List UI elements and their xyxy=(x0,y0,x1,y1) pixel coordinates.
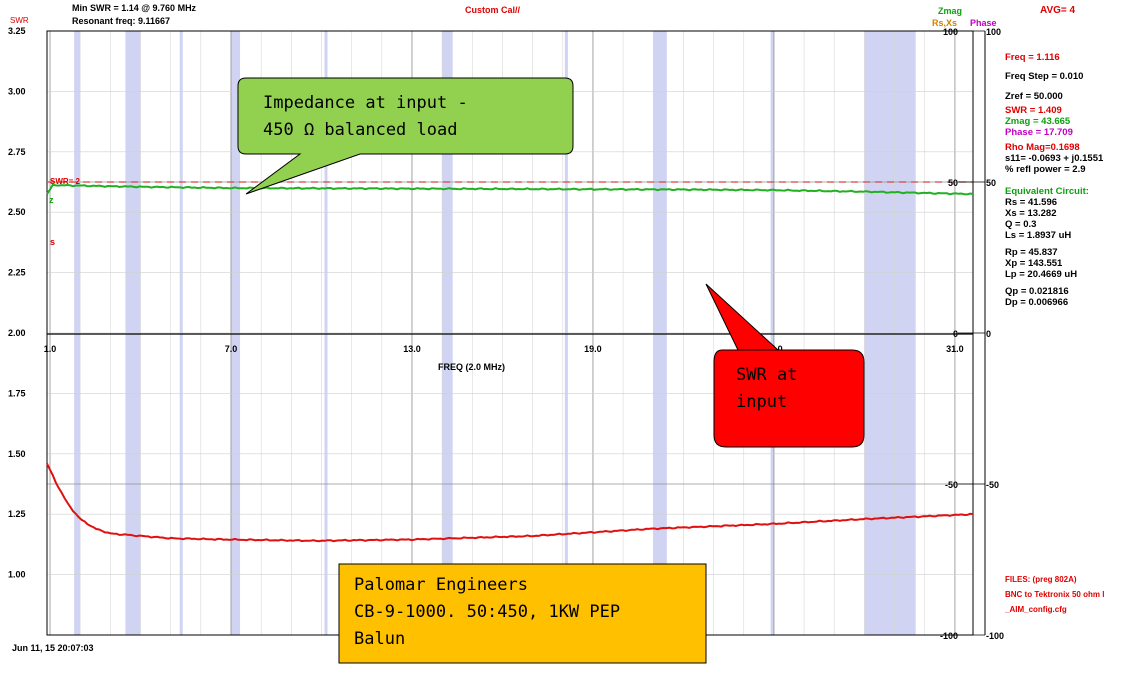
files-line1: BNC to Tektronix 50 ohm l xyxy=(1005,590,1105,599)
swr-tick-label: 1.25 xyxy=(8,509,26,519)
readout-freq: Freq = 1.116 xyxy=(1005,52,1060,63)
swr-axis-label: SWR xyxy=(10,16,29,25)
files-line2: _AIM_config.cfg xyxy=(1005,605,1067,614)
swr-callout-line1: SWR at xyxy=(736,365,798,385)
readout-q: Q = 0.3 xyxy=(1005,219,1037,230)
palomar-callout-line3: Balun xyxy=(354,629,406,649)
palomar-callout-line1: Palomar Engineers xyxy=(354,575,528,595)
avg-readout: AVG= 4 xyxy=(1040,5,1076,16)
swr-tick-label: 1.50 xyxy=(8,449,26,459)
x-axis-label: FREQ (2.0 MHz) xyxy=(438,362,505,372)
zmag-inner-tick-label: 100 xyxy=(943,27,958,37)
impedance-callout-line2: 450 Ω balanced load xyxy=(263,120,458,140)
swr-tick-label: 3.25 xyxy=(8,26,26,36)
swr-tick-label: 1.00 xyxy=(8,570,26,580)
palomar-callout-shape xyxy=(338,563,707,664)
readout-xp: Xp = 143.551 xyxy=(1005,258,1063,269)
swr-tick-label: 2.50 xyxy=(8,207,26,217)
zmag-outer-tick-label: 100 xyxy=(986,27,1001,37)
zmag-outer-tick-label: 0 xyxy=(986,329,991,339)
swr-callout-line2: input xyxy=(736,392,788,412)
swr-callout: SWR at input xyxy=(736,362,797,416)
legend-phase[interactable]: Phase xyxy=(970,18,997,28)
x-tick-label: 13.0 xyxy=(403,344,421,354)
swr-tick-label: 2.25 xyxy=(8,268,26,278)
swr-callout-shape xyxy=(705,283,865,448)
readout-qp: Qp = 0.021816 xyxy=(1005,286,1069,297)
swr-trace xyxy=(46,463,974,543)
impedance-callout-shape xyxy=(237,77,574,195)
readout-zref: Zref = 50.000 xyxy=(1005,91,1063,102)
swr-tick-label: 2.75 xyxy=(8,147,26,157)
legend-rsxs[interactable]: Rs,Xs xyxy=(932,18,958,28)
readout-refl-power: % refl power = 2.9 xyxy=(1005,164,1086,175)
swr-tick-label: 3.00 xyxy=(8,86,26,96)
x-tick-label: 1.0 xyxy=(44,344,57,354)
readout-dp: Dp = 0.006966 xyxy=(1005,297,1069,308)
readout-swr: SWR = 1.409 xyxy=(1005,105,1062,116)
readout-xs: Xs = 13.282 xyxy=(1005,208,1057,219)
impedance-callout-line1: Impedance at input - xyxy=(263,93,468,113)
readout-s11: s11= -0.0693 + j0.1551 xyxy=(1005,153,1104,164)
impedance-callout: Impedance at input - 450 Ω balanced load xyxy=(263,90,468,144)
chart-title: Custom Cal// xyxy=(465,5,521,15)
timestamp: Jun 11, 15 20:07:03 xyxy=(12,643,94,653)
x-tick-label: 7.0 xyxy=(225,344,238,354)
palomar-callout-line2: CB-9-1000. 50:450, 1KW PEP xyxy=(354,602,621,622)
zmag-trace-marker: z xyxy=(49,195,54,205)
x-tick-label: 19.0 xyxy=(584,344,602,354)
readout-zmag: Zmag = 43.665 xyxy=(1005,116,1071,127)
readout-equiv-title: Equivalent Circuit: xyxy=(1005,186,1089,197)
readout-rho-mag: Rho Mag=0.1698 xyxy=(1005,142,1080,153)
swr-tick-label: 1.75 xyxy=(8,388,26,398)
files-title: FILES: (preg 802A) xyxy=(1005,575,1077,584)
swr-trace-marker: s xyxy=(50,237,55,247)
readout-ls: Ls = 1.8937 uH xyxy=(1005,230,1072,241)
x-tick-label: 31.0 xyxy=(946,344,964,354)
readout-rs: Rs = 41.596 xyxy=(1005,197,1058,208)
readout-rp: Rp = 45.837 xyxy=(1005,247,1058,258)
readout-panel: Freq = 1.116 Freq Step = 0.010 Zref = 50… xyxy=(1005,52,1103,308)
palomar-callout: Palomar Engineers CB-9-1000. 50:450, 1KW… xyxy=(354,572,620,653)
zmag-inner-tick-label: 0 xyxy=(953,329,958,339)
zmag-outer-tick-label: 50 xyxy=(986,178,996,188)
files-panel: FILES: (preg 802A) BNC to Tektronix 50 o… xyxy=(1005,574,1104,615)
zmag-trace xyxy=(46,183,974,196)
zmag-outer-tick-label: -50 xyxy=(986,480,999,490)
resonant-freq-readout: Resonant freq: 9.11667 xyxy=(72,16,171,26)
legend-zmag[interactable]: Zmag xyxy=(938,6,963,16)
zmag-inner-tick-label: -50 xyxy=(945,480,958,490)
swr-2-marker: SWR= 2 xyxy=(50,177,81,186)
swr-tick-label: 2.00 xyxy=(8,328,26,338)
zmag-outer-tick-label: -100 xyxy=(986,631,1004,641)
min-swr-readout: Min SWR = 1.14 @ 9.760 MHz xyxy=(72,3,197,13)
zmag-inner-tick-label: -100 xyxy=(940,631,958,641)
readout-phase: Phase = 17.709 xyxy=(1005,127,1073,138)
readout-freq-step: Freq Step = 0.010 xyxy=(1005,71,1084,82)
readout-lp: Lp = 20.4669 uH xyxy=(1005,269,1078,280)
zmag-inner-tick-label: 50 xyxy=(948,178,958,188)
